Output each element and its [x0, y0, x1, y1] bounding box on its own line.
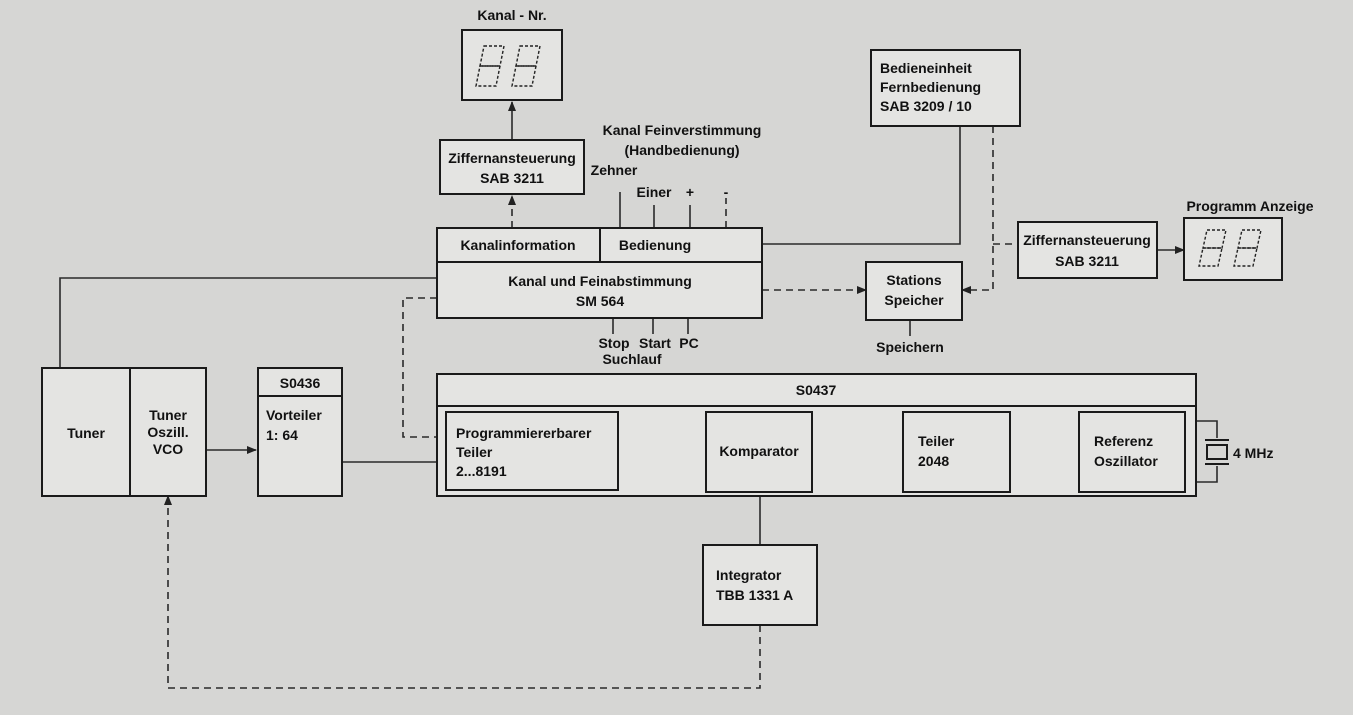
s0436-title: S0436 — [280, 375, 321, 391]
wire-tuner-sm564 — [59, 277, 437, 368]
ziffern-right-block: Ziffernansteuerung SAB 3211 — [1017, 221, 1158, 279]
stations-line2: Speicher — [884, 292, 944, 308]
tuner-osc-line3: VCO — [153, 441, 183, 457]
wire-bedienung-fernbedienung — [762, 126, 961, 245]
teiler-2048-block: Teiler 2048 — [902, 411, 1011, 493]
stations-line1: Stations — [886, 272, 941, 288]
crystal-label: 4 MHz — [1233, 445, 1273, 461]
control-plus: + — [686, 184, 694, 200]
feinverstimmung-line2: (Handbedienung) — [624, 142, 739, 158]
integrator-line1: Integrator — [716, 567, 782, 583]
control-minus: - — [724, 184, 729, 200]
teiler2048-line2: 2048 — [918, 453, 949, 469]
tuner-label: Tuner — [67, 425, 105, 441]
suchlauf-labels: Stop Start PC Suchlauf — [598, 335, 698, 367]
sm564-line1: Kanal und Feinabstimmung — [508, 273, 692, 289]
ziffern-top-block: Ziffernansteuerung SAB 3211 — [439, 139, 585, 195]
suchlauf-stop: Stop — [598, 335, 629, 351]
integrator-line2: TBB 1331 A — [716, 587, 793, 603]
connections — [59, 101, 1218, 689]
suchlauf-start: Start — [639, 335, 671, 351]
kanal-nr-display: Kanal - Nr. — [461, 7, 563, 101]
prog-teiler-line3: 2...8191 — [456, 463, 507, 479]
stations-speicher-block: Stations Speicher Speichern — [865, 261, 963, 355]
referenz-line2: Oszillator — [1094, 453, 1158, 469]
sm564-line2: SM 564 — [576, 293, 624, 309]
wire-fernbedienung-stations — [961, 126, 994, 294]
bedieneinheit-line1: Bedieneinheit — [880, 60, 972, 76]
s0436-line2: 1: 64 — [266, 427, 298, 443]
s0437-title: S0437 — [796, 382, 837, 398]
komparator-block: Komparator — [705, 411, 813, 493]
control-zehner: Zehner — [591, 162, 638, 178]
kanal-nr-title: Kanal - Nr. — [477, 7, 546, 23]
tuner-osc-line1: Tuner — [149, 407, 187, 423]
s0436-block: S0436 Vorteiler 1: 64 — [257, 367, 343, 497]
s0436-line1: Vorteiler — [266, 407, 322, 423]
ziffern-right-line2: SAB 3211 — [1055, 253, 1119, 269]
referenz-oszillator-block: Referenz Oszillator — [1078, 411, 1186, 493]
wire-integrator-vco — [164, 495, 761, 689]
teiler2048-line1: Teiler — [918, 433, 955, 449]
bedieneinheit-block: Bedieneinheit Fernbedienung SAB 3209 / 1… — [870, 49, 1021, 127]
bedieneinheit-line3: SAB 3209 / 10 — [880, 98, 972, 114]
kanal-nr-frame — [461, 29, 563, 101]
bedieneinheit-line2: Fernbedienung — [880, 79, 981, 95]
seven-segment-digits-top — [475, 45, 541, 87]
suchlauf-pc: PC — [679, 335, 698, 351]
tuner-osc-line2: Oszill. — [147, 424, 188, 440]
feinverstimmung-labels: Kanal Feinverstimmung (Handbedienung) Ze… — [591, 122, 762, 200]
tuner-block: Tuner Tuner Oszill. VCO — [41, 367, 207, 497]
feinverstimmung-line1: Kanal Feinverstimmung — [603, 122, 762, 138]
sm564-block: Kanalinformation Bedienung Kanal und Fei… — [436, 227, 763, 319]
bedienung-label: Bedienung — [619, 237, 691, 253]
ziffern-top-line1: Ziffernansteuerung — [448, 150, 576, 166]
wire-sm564-teiler — [402, 297, 447, 441]
wire-crystal-top — [1196, 420, 1218, 438]
suchlauf-label: Suchlauf — [602, 351, 661, 367]
kanalinformation-label: Kanalinformation — [460, 237, 575, 253]
programm-anzeige-title: Programm Anzeige — [1186, 198, 1313, 214]
prog-teiler-line2: Teiler — [456, 444, 493, 460]
crystal-icon: 4 MHz — [1205, 439, 1273, 465]
prog-teiler-line1: Programmiererbarer — [456, 425, 592, 441]
wire-crystal-bottom — [1196, 466, 1218, 483]
programmierbarer-teiler-block: Programmiererbarer Teiler 2...8191 — [445, 411, 619, 491]
ziffern-right-line1: Ziffernansteuerung — [1023, 232, 1151, 248]
integrator-block: Integrator TBB 1331 A — [702, 544, 818, 626]
speichern-label: Speichern — [876, 339, 944, 355]
ziffern-top-line2: SAB 3211 — [480, 170, 544, 186]
komparator-label: Komparator — [719, 443, 799, 459]
referenz-line1: Referenz — [1094, 433, 1153, 449]
control-einer: Einer — [636, 184, 672, 200]
seven-segment-digits-right — [1198, 229, 1262, 267]
programm-anzeige-display: Programm Anzeige — [1183, 198, 1314, 281]
